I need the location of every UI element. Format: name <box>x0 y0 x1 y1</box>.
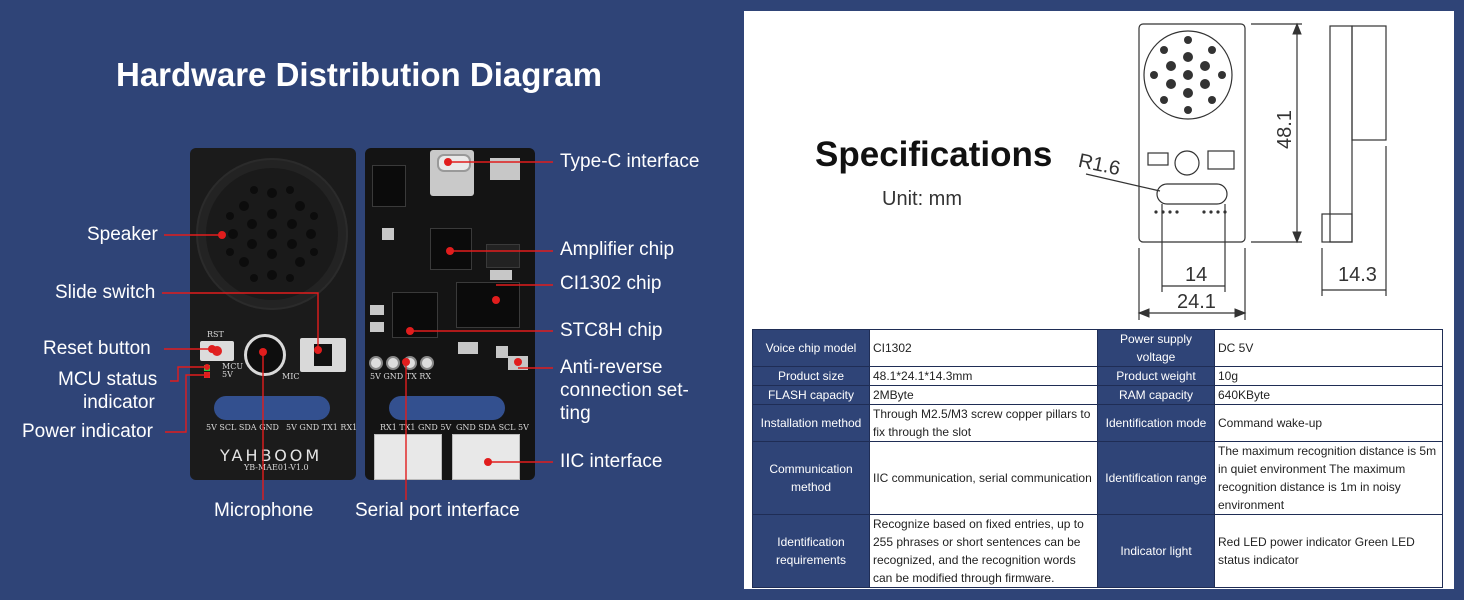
table-header-cell: Identification range <box>1097 441 1215 515</box>
label-reset-button: Reset button <box>43 338 151 359</box>
label-serial-port: Serial port interface <box>355 500 520 521</box>
silk-pins-front-right: 5V GND TX1 RX1 <box>286 423 358 432</box>
table-value-cell: Recognize based on fixed entries, up to … <box>869 514 1098 588</box>
table-header-cell: Identification requirements <box>752 514 870 588</box>
label-stc8h: STC8H chip <box>560 320 663 341</box>
table-row: FLASH capacity 2MByte RAM capacity 640KB… <box>752 385 1443 405</box>
table-value-cell: CI1302 <box>869 329 1098 367</box>
table-header-cell: Product weight <box>1097 366 1215 386</box>
label-slide-switch: Slide switch <box>55 282 156 303</box>
table-value-cell: 48.1*24.1*14.3mm <box>869 366 1098 386</box>
table-value-cell: IIC communication, serial communication <box>869 441 1098 515</box>
label-iic: IIC interface <box>560 451 663 472</box>
table-value-cell: DC 5V <box>1214 329 1443 367</box>
silk-mcu: MCU <box>222 362 244 371</box>
label-anti-reverse-line2: connection set- <box>560 380 689 401</box>
reset-button-marker <box>212 346 222 356</box>
label-mcu-status-line2: indicator <box>83 392 155 413</box>
table-header-cell: Power supply voltage <box>1097 329 1215 367</box>
mounting-slot-front <box>214 396 330 420</box>
component-block <box>490 158 520 180</box>
silk-iic-pins: GND SDA SCL 5V <box>456 423 529 432</box>
dim-depth: 14.3 <box>1338 264 1377 286</box>
table-value-cell: Command wake-up <box>1214 404 1443 442</box>
component-pad <box>490 270 512 280</box>
table-value-cell: 2MByte <box>869 385 1098 405</box>
component-pad <box>458 342 478 354</box>
component-pad <box>382 228 394 240</box>
table-row: Installation method Through M2.5/M3 scre… <box>752 404 1443 442</box>
brand-logo: YAHBOOM <box>220 446 323 465</box>
table-header-cell: Installation method <box>752 404 870 442</box>
dim-height: 48.1 <box>1273 110 1296 149</box>
specifications-title: Specifications <box>815 135 1053 174</box>
table-value-cell: The maximum recognition distance is 5m i… <box>1214 441 1443 515</box>
table-value-cell: 10g <box>1214 366 1443 386</box>
ci1302-chip-image <box>456 282 520 328</box>
table-row: Voice chip model CI1302 Power supply vol… <box>752 329 1443 367</box>
specifications-table: Voice chip model CI1302 Power supply vol… <box>752 329 1443 588</box>
mounting-slot-back <box>389 396 505 420</box>
component-ic-small <box>372 165 406 207</box>
pin-hole <box>420 356 434 370</box>
label-amplifier: Amplifier chip <box>560 239 675 260</box>
table-row: Identification requirements Recognize ba… <box>752 514 1443 588</box>
hardware-title: Hardware Distribution Diagram <box>116 56 602 93</box>
table-header-cell: RAM capacity <box>1097 385 1215 405</box>
label-anti-reverse-line1: Anti-reverse <box>560 357 663 378</box>
silk-rst: RST <box>207 330 224 339</box>
dim-width: 24.1 <box>1177 291 1216 313</box>
label-type-c: Type-C interface <box>560 151 700 172</box>
table-row: Communication method IIC communication, … <box>752 441 1443 515</box>
type-c-port <box>437 154 471 172</box>
silk-model: YB-MAE01-V1.0 <box>244 463 309 472</box>
table-value-cell: 640KByte <box>1214 385 1443 405</box>
label-anti-reverse-line3: ting <box>560 403 591 424</box>
table-header-cell: Communication method <box>752 441 870 515</box>
component-inductor <box>486 244 520 268</box>
table-value-cell: Red LED power indicator Green LED status… <box>1214 514 1443 588</box>
silk-serial-pins: RX1 TX1 GND 5V <box>380 423 452 432</box>
pin-hole <box>386 356 400 370</box>
table-header-cell: Identification mode <box>1097 404 1215 442</box>
table-header-cell: Indicator light <box>1097 514 1215 588</box>
component-pad <box>370 305 384 315</box>
label-microphone: Microphone <box>214 500 314 521</box>
label-ci1302: CI1302 chip <box>560 273 662 294</box>
dim-inner-width: 14 <box>1185 264 1208 286</box>
silk-mic: MIC <box>282 372 300 381</box>
pin-hole <box>369 356 383 370</box>
table-value-cell: Through M2.5/M3 screw copper pillars to … <box>869 404 1098 442</box>
silk-pins-front-left: 5V SCL SDA GND <box>206 423 279 432</box>
serial-connector-image <box>374 434 442 480</box>
specifications-unit: Unit: mm <box>882 188 962 210</box>
table-row: Product size 48.1*24.1*14.3mm Product we… <box>752 366 1443 386</box>
component-pad <box>370 322 384 332</box>
table-header-cell: Product size <box>752 366 870 386</box>
label-power-indicator: Power indicator <box>22 421 153 442</box>
iic-connector-image <box>452 434 520 480</box>
silk-pins-mid: 5V GND TX RX <box>370 372 432 381</box>
component-pad <box>496 346 508 358</box>
label-speaker: Speaker <box>87 224 158 245</box>
table-header-cell: Voice chip model <box>752 329 870 367</box>
label-mcu-status-line1: MCU status <box>58 369 158 390</box>
amplifier-chip-image <box>430 228 472 270</box>
table-header-cell: FLASH capacity <box>752 385 870 405</box>
silk-5v: 5V <box>222 370 233 379</box>
